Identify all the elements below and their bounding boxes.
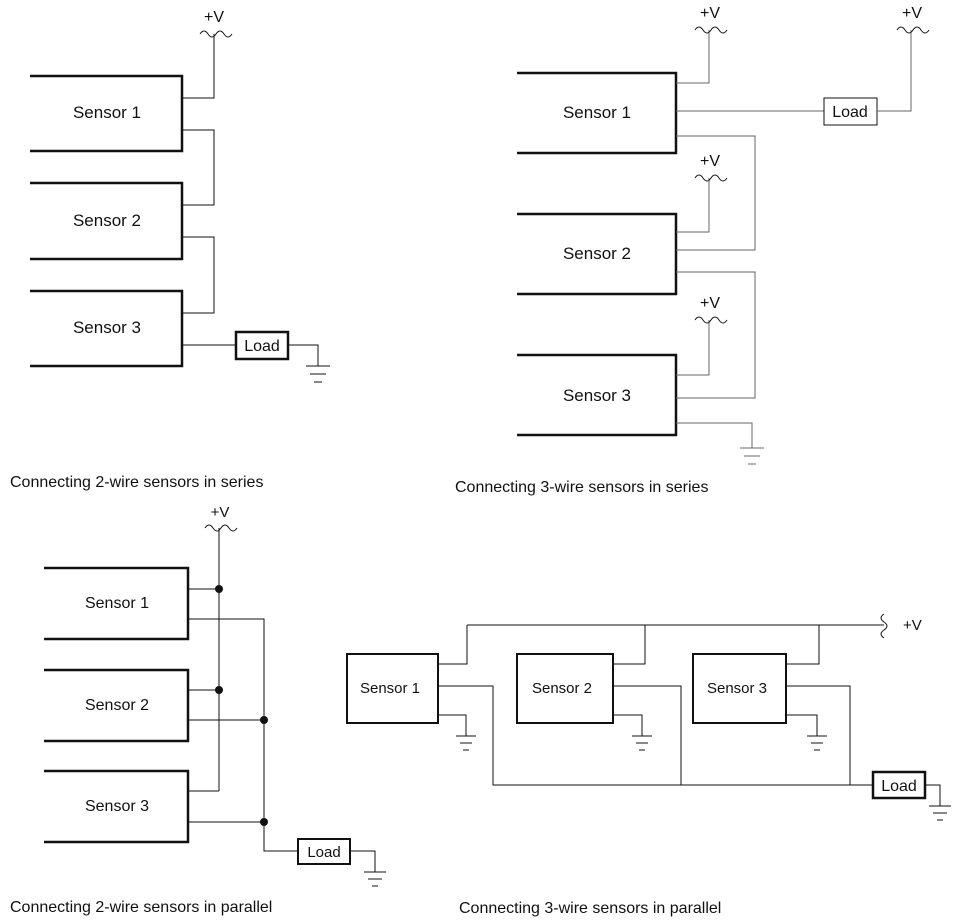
supply-wave-icon [199,30,233,38]
supply-label: +V [700,5,720,22]
wire [613,714,643,736]
sensor-label: Sensor 3 [73,318,141,337]
wire [182,129,215,206]
junction-dot [260,716,268,724]
sensor-3-box [44,769,190,844]
wire [188,618,298,852]
wire [438,714,467,736]
load-label: Load [832,104,868,121]
sensor-1-box [346,653,439,724]
sensor-label: Sensor 2 [532,680,592,697]
wire [877,30,912,112]
wire [676,271,756,399]
supply-label: +V [204,9,224,26]
wire [786,685,851,785]
ground-icon [807,735,827,751]
sensor-label: Sensor 2 [73,211,141,230]
load-box [234,330,290,361]
wire [786,714,818,736]
wire [182,34,215,99]
caption: Connecting 2-wire sensors in series [10,474,263,491]
wire [676,135,756,251]
caption: Connecting 3-wire sensors in parallel [459,900,721,917]
sensor-2-box [517,212,678,296]
wire [613,685,682,785]
wire [676,178,710,233]
load-label: Load [307,844,340,861]
sensor-2-box [44,668,190,743]
supply-label: +V [700,153,720,170]
wire [676,320,710,376]
sensor-label: Sensor 3 [563,386,631,405]
load-label: Load [881,778,917,795]
diagram-3wire-series: Sensor 1 Sensor 2 Sensor 3 +V Load +V +V… [455,5,930,496]
sensor-1-box [517,71,678,155]
sensor-2-box [516,653,614,724]
sensor-label: Sensor 1 [360,680,420,697]
junction-dot [215,585,223,593]
ground-icon [306,365,330,383]
junction-dot [215,686,223,694]
wire [350,850,376,872]
sensor-label: Sensor 1 [73,103,141,122]
wire [786,625,820,665]
sensor-3-box [692,653,787,724]
supply-wave-icon [896,26,930,34]
ground-icon [364,871,386,887]
supply-wave-icon [694,316,728,324]
caption: Connecting 2-wire sensors in parallel [10,899,272,916]
supply-label: +V [903,617,922,634]
sensor-label: Sensor 1 [563,103,631,122]
sensor-1-box [44,566,190,641]
diagram-3wire-parallel: +V Sensor 1 Sensor 2 Sensor 3 Load Conne… [346,613,951,917]
ground-icon [632,735,652,751]
wire [438,685,873,786]
wire [925,784,941,806]
diagram-2wire-series: Sensor 1 Sensor 2 Sensor 3 +V Load Conne… [10,9,330,491]
wire [182,236,215,314]
sensor-label: Sensor 2 [85,697,149,714]
sensor-3-box [30,289,184,368]
wire [613,625,646,665]
supply-label: +V [211,504,230,521]
sensor-1-box [30,74,184,153]
caption: Connecting 3-wire sensors in series [455,479,708,496]
sensor-label: Sensor 2 [563,244,631,263]
ground-icon [740,447,764,465]
supply-wave-icon [694,26,728,34]
wire [676,422,753,448]
load-label: Load [244,338,280,355]
sensor-3-box [517,353,678,437]
wire [438,625,468,665]
sensor-label: Sensor 1 [85,595,149,612]
sensor-2-box [30,181,184,261]
supply-wave-icon [694,174,728,182]
wire [676,30,710,84]
supply-label: +V [902,5,922,22]
sensor-label: Sensor 3 [707,680,767,697]
junction-dot [260,818,268,826]
diagram-2wire-parallel: Sensor 1 Sensor 2 Sensor 3 +V Load Conne… [10,504,386,916]
supply-label: +V [700,295,720,312]
supply-wave-icon [204,524,238,532]
ground-icon [929,805,951,821]
sensor-label: Sensor 3 [85,798,149,815]
wire [288,344,319,366]
ground-icon [456,735,476,751]
supply-wave-icon [880,613,888,639]
